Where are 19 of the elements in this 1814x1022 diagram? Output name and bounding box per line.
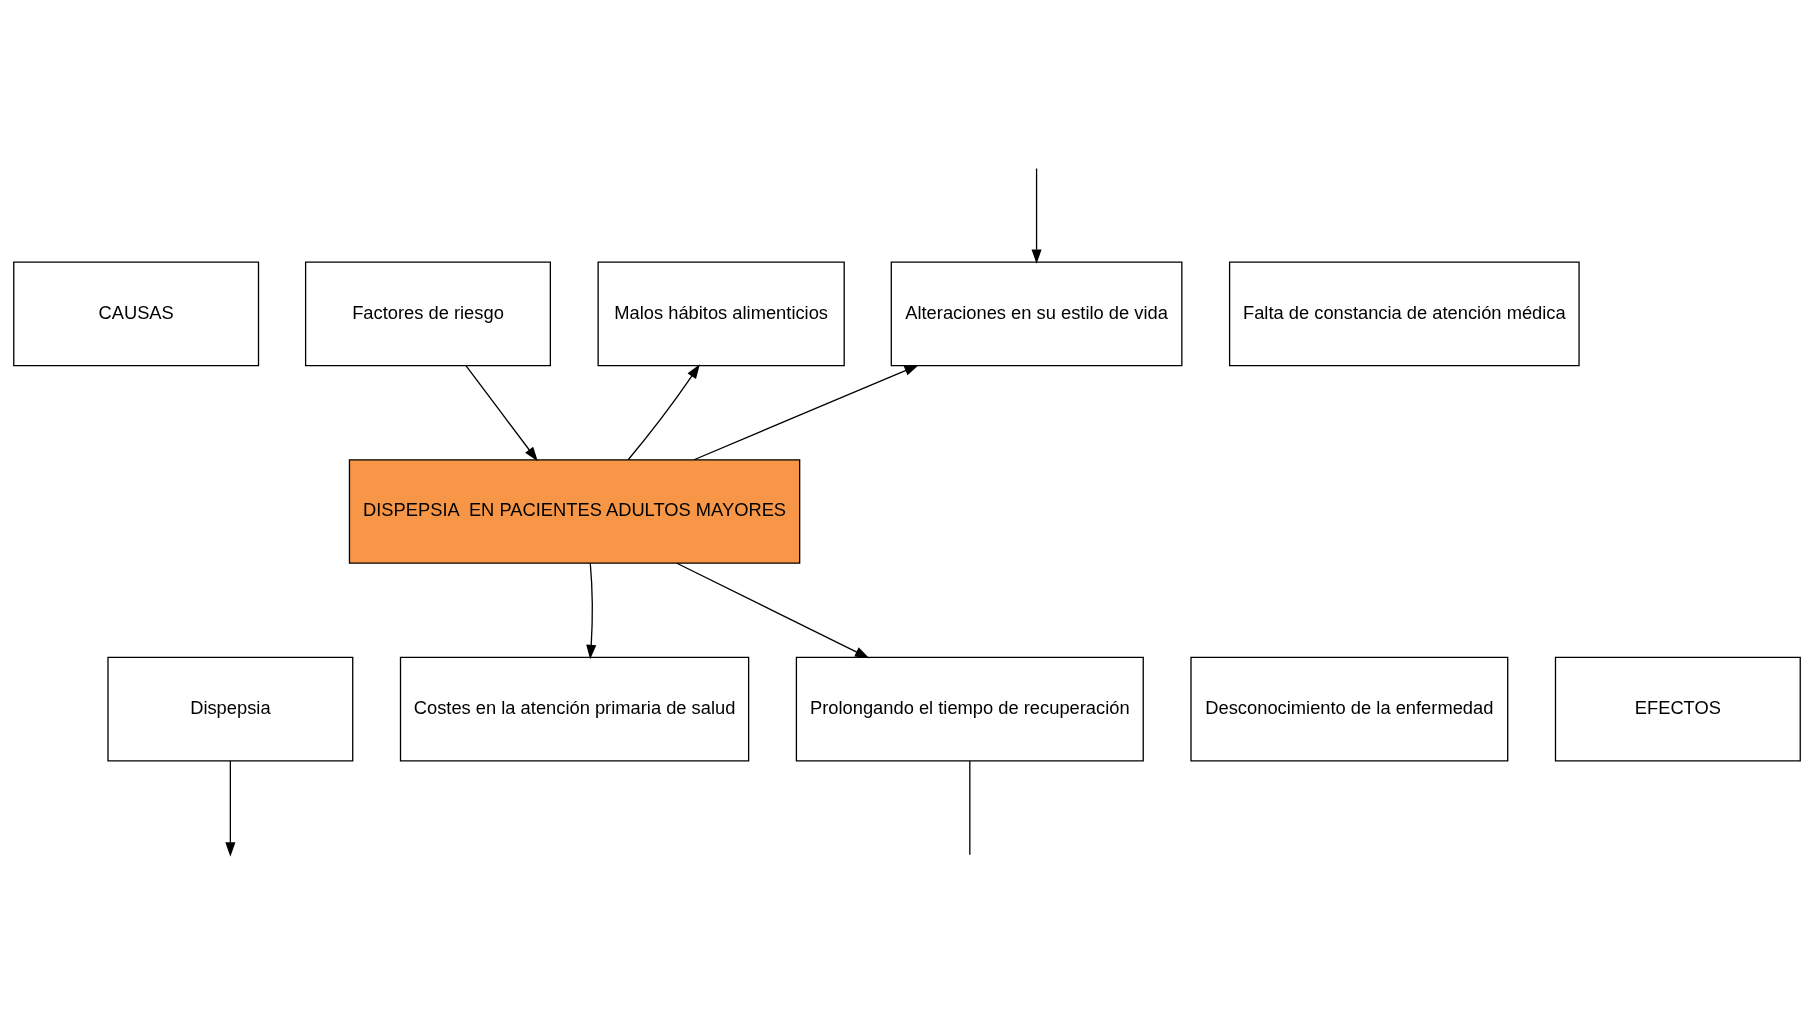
node-box: Alteraciones en su estilo de vida: [890, 261, 1183, 366]
connector: [969, 759, 971, 855]
node-box: Costes en la atención primaria de salud: [399, 656, 750, 761]
node-box: Dispepsia: [107, 656, 354, 761]
arrow: [627, 363, 700, 460]
arrow: [1031, 167, 1042, 264]
node-box: Malos hábitos alimenticios: [597, 261, 845, 366]
node-box: DISPEPSIA EN PACIENTES ADULTOS MAYORES: [348, 458, 801, 564]
arrow: [676, 562, 870, 658]
node-box: Factores de riesgo: [304, 261, 551, 366]
arrow: [465, 364, 538, 461]
arrow: [586, 562, 597, 659]
node-box: Falta de constancia de atención médica: [1228, 261, 1580, 366]
arrow: [225, 759, 236, 857]
node-box: EFECTOS: [1554, 656, 1801, 761]
node-box: Prolongando el tiempo de recuperación: [795, 656, 1144, 761]
node-box: Desconocimiento de la enfermedad: [1190, 656, 1509, 761]
node-box: CAUSAS: [13, 261, 260, 366]
arrow: [693, 364, 919, 460]
